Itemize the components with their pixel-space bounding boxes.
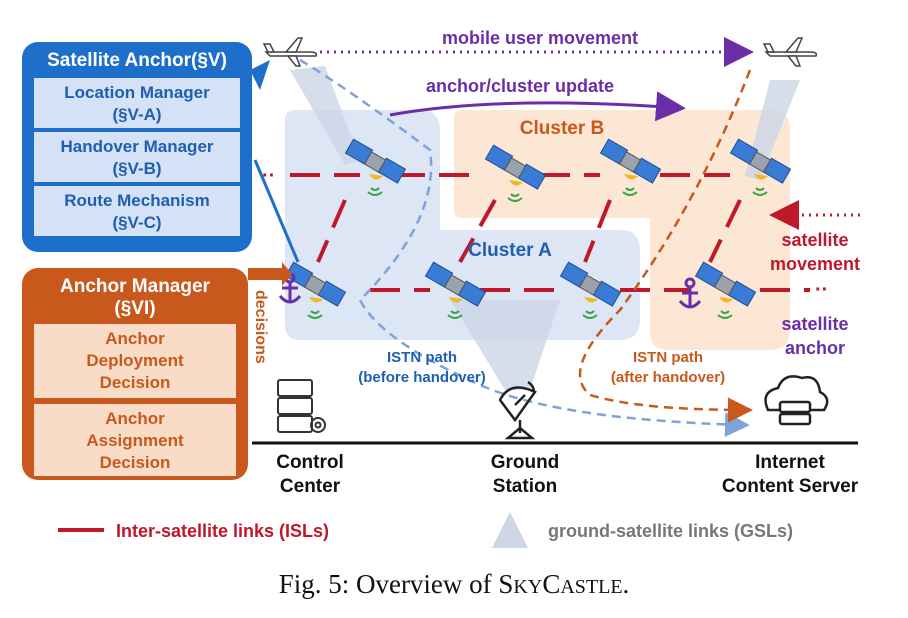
satellite-anchor-label-1: satellite: [781, 314, 848, 334]
decisions-label: decisions: [252, 290, 269, 364]
satellite-anchor-label-2: anchor: [785, 338, 845, 358]
route-mechanism-section: (§V-C): [112, 213, 161, 232]
ground-station-dish-icon: [498, 380, 537, 440]
anchor-manager-title: Anchor Manager: [60, 276, 211, 297]
istn-before-label-2: (before handover): [358, 369, 486, 386]
anchor-cluster-update-label: anchor/cluster update: [426, 76, 614, 96]
anchor-assignment-line1: Anchor: [105, 409, 165, 428]
anchor-icon: [678, 277, 702, 309]
gsl-beam-left-plane: [290, 66, 360, 165]
ground-station-label-1: Ground: [491, 452, 560, 473]
satellite-movement-label-2: movement: [770, 254, 860, 274]
content-server-label-2: Content Server: [722, 476, 859, 497]
airplane-icon: [263, 37, 318, 67]
gsl-legend-swatch: [492, 512, 528, 548]
anchor-deployment-line3: Decision: [100, 373, 171, 392]
anchor-manager-section: (§VI): [114, 298, 155, 319]
gsl-beam-ground-station: [450, 300, 560, 390]
mobile-user-movement-label: mobile user movement: [442, 28, 638, 48]
airplane-icon: [763, 37, 818, 67]
anchor-deployment-line2: Deployment: [86, 351, 184, 370]
handover-manager-label: Handover Manager: [60, 137, 213, 156]
server-gear-icon: [277, 379, 326, 433]
anchor-assignment-line2: Assignment: [86, 431, 184, 450]
satellite-anchor-items: Location Manager (§V-A) Handover Manager…: [34, 78, 240, 236]
figure-caption: Fig. 5: Overview of SKYCASTLE.: [279, 569, 630, 599]
route-mechanism-label: Route Mechanism: [64, 191, 209, 210]
cloud-server-icon: [764, 375, 829, 426]
istn-after-label-1: ISTN path: [633, 349, 703, 366]
satellite-movement-label-1: satellite: [781, 230, 848, 250]
ground-station-label-2: Station: [493, 476, 557, 497]
control-center-label-1: Control: [276, 452, 344, 473]
istn-path-after-handover: [578, 69, 753, 423]
svg-text:··: ··: [815, 279, 828, 301]
cluster-a-label: Cluster A: [468, 240, 552, 261]
anchor-cluster-update-arrow: [389, 91, 686, 122]
istn-after-label-2: (after handover): [611, 369, 725, 386]
isl-links: [290, 173, 810, 292]
anchor-deployment-line1: Anchor: [105, 329, 165, 348]
isl-legend-label: Inter-satellite links (ISLs): [116, 521, 329, 541]
handover-manager-section: (§V-B): [112, 159, 161, 178]
content-server-label-1: Internet: [755, 452, 825, 473]
cluster-b-label: Cluster B: [520, 118, 604, 139]
satellite-anchor-title: Satellite Anchor(§V): [47, 50, 227, 71]
control-center-label-2: Center: [280, 476, 341, 497]
gsl-legend-label: ground-satellite links (GSLs): [548, 521, 793, 541]
location-manager-section: (§V-A): [112, 105, 161, 124]
anchor-assignment-line3: Decision: [100, 453, 171, 472]
istn-path-before-handover: [299, 58, 750, 437]
decisions-arrow: [248, 262, 292, 286]
istn-before-label-1: ISTN path: [387, 349, 457, 366]
location-manager-label: Location Manager: [64, 83, 210, 102]
